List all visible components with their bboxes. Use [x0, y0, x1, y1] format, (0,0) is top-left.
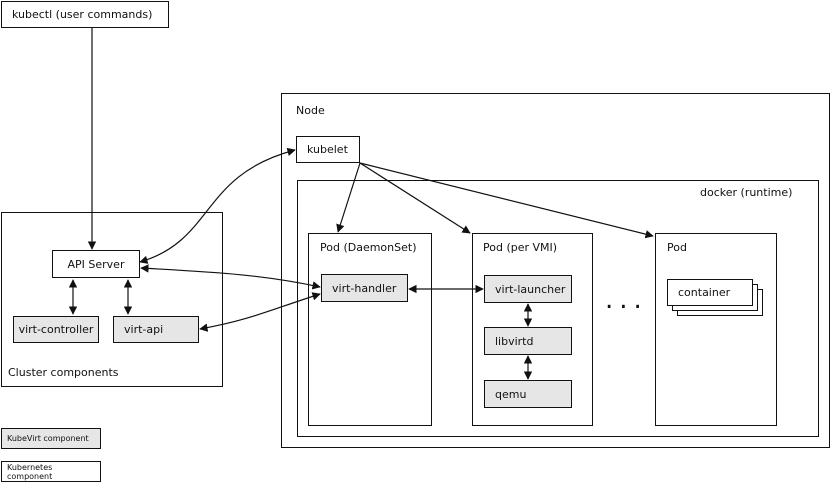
qemu-label: qemu — [495, 387, 527, 401]
api-server-box: API Server — [52, 250, 140, 278]
pod-daemonset — [308, 233, 432, 426]
container-label: container — [678, 286, 731, 299]
pod-generic — [655, 233, 777, 426]
legend-kubernetes-label: Kubernetes component — [7, 462, 53, 481]
container-box: container — [667, 279, 753, 306]
libvirtd-label: libvirtd — [495, 334, 534, 348]
more-pods-ellipsis: ... — [605, 285, 648, 315]
libvirtd-box: libvirtd — [484, 327, 572, 355]
api-server-label: API Server — [67, 257, 125, 271]
pod-per-vmi-title: Pod (per VMI) — [483, 241, 558, 254]
virt-handler-label: virt-handler — [332, 281, 397, 295]
virt-api-label: virt-api — [124, 323, 164, 336]
docker-runtime-title: docker (runtime) — [700, 186, 793, 199]
pod-daemonset-title: Pod (DaemonSet) — [320, 241, 417, 254]
virt-launcher-label: virt-launcher — [495, 282, 566, 296]
virt-api-box: virt-api — [113, 316, 199, 343]
kubectl-box: kubectl (user commands) — [1, 1, 169, 28]
pod-generic-title: Pod — [667, 241, 687, 254]
cluster-components-caption: Cluster components — [8, 366, 119, 379]
virt-handler-box: virt-handler — [321, 274, 408, 302]
node-title: Node — [296, 104, 325, 117]
virt-controller-box: virt-controller — [13, 316, 99, 343]
kubelet-label: kubelet — [307, 143, 348, 156]
virt-launcher-box: virt-launcher — [484, 275, 572, 303]
legend-kubevirt-label: KubeVirt component — [7, 434, 89, 443]
kubectl-label: kubectl (user commands) — [12, 8, 153, 21]
virt-controller-label: virt-controller — [18, 323, 94, 336]
legend-kubernetes: Kubernetes component — [1, 461, 101, 482]
kubelet-box: kubelet — [296, 136, 360, 163]
legend-kubevirt: KubeVirt component — [1, 428, 101, 449]
cluster-components-group — [1, 212, 223, 387]
qemu-box: qemu — [484, 380, 572, 408]
